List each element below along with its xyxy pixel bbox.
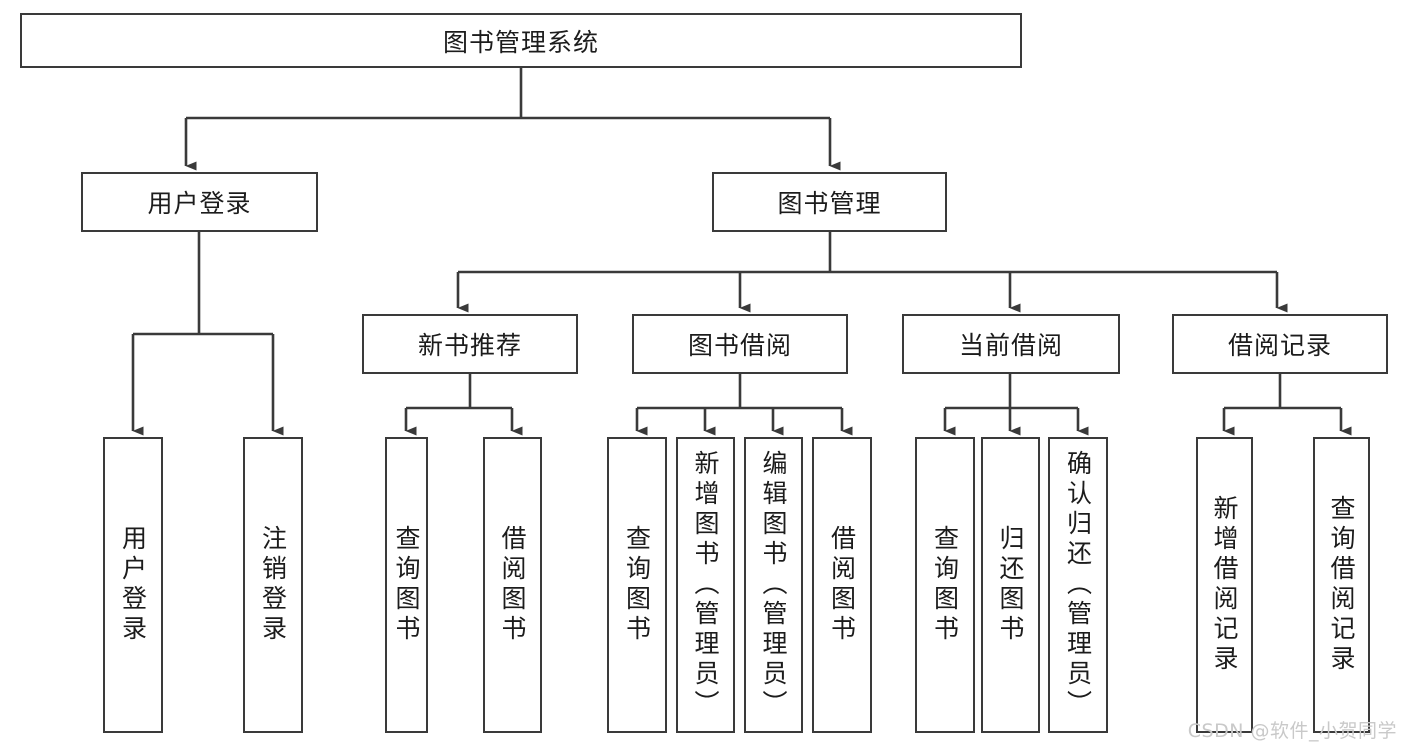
node-label: 确认归还（管理员） <box>1063 450 1093 720</box>
node-book-borrow[interactable]: 图书借阅 <box>632 314 848 374</box>
node-root-system[interactable]: 图书管理系统 <box>20 13 1022 68</box>
node-label: 新增图书（管理员） <box>691 450 720 720</box>
node-borrow-record[interactable]: 借阅记录 <box>1172 314 1388 374</box>
node-user-login[interactable]: 用户登录 <box>81 172 318 232</box>
node-label: 借阅图书 <box>827 525 857 645</box>
node-label: 图书借阅 <box>687 331 792 360</box>
node-label: 查询图书 <box>622 525 652 645</box>
node-label: 编辑图书（管理员） <box>759 450 788 720</box>
leaf-borrow-edit-book-admin[interactable]: 编辑图书（管理员） <box>744 437 803 733</box>
node-label: 用户登录 <box>147 189 252 218</box>
leaf-borrow-add-book-admin[interactable]: 新增图书（管理员） <box>676 437 735 733</box>
node-label: 新书推荐 <box>417 331 522 360</box>
node-label: 当前借阅 <box>958 331 1063 360</box>
node-label: 新增借阅记录 <box>1210 495 1239 675</box>
node-label: 借阅记录 <box>1227 331 1332 360</box>
node-label: 图书管理 <box>777 189 882 218</box>
node-label: 归还图书 <box>996 525 1025 645</box>
leaf-record-add-record[interactable]: 新增借阅记录 <box>1196 437 1253 733</box>
leaf-current-query-book[interactable]: 查询图书 <box>915 437 975 733</box>
leaf-recommend-borrow-book[interactable]: 借阅图书 <box>483 437 542 733</box>
leaf-current-return-book[interactable]: 归还图书 <box>981 437 1040 733</box>
leaf-borrow-query-book[interactable]: 查询图书 <box>607 437 667 733</box>
leaf-recommend-query-book[interactable]: 查询图书 <box>385 437 428 733</box>
node-label: 图书管理系统 <box>442 27 599 57</box>
leaf-user-login-signout[interactable]: 注销登录 <box>243 437 303 733</box>
leaf-current-confirm-return-admin[interactable]: 确认归还（管理员） <box>1048 437 1108 733</box>
node-new-book-recommend[interactable]: 新书推荐 <box>362 314 578 374</box>
node-label: 注销登录 <box>258 525 288 645</box>
node-current-borrow[interactable]: 当前借阅 <box>902 314 1120 374</box>
leaf-user-login-signin[interactable]: 用户登录 <box>103 437 163 733</box>
node-label: 查询图书 <box>930 525 960 645</box>
node-book-management[interactable]: 图书管理 <box>712 172 947 232</box>
leaf-borrow-borrow-book[interactable]: 借阅图书 <box>812 437 872 733</box>
node-label: 借阅图书 <box>498 525 527 645</box>
node-label: 查询借阅记录 <box>1327 495 1356 675</box>
leaf-record-query-record[interactable]: 查询借阅记录 <box>1313 437 1370 733</box>
node-label: 用户登录 <box>118 525 148 645</box>
watermark: CSDN @软件_小贺同学 <box>1187 720 1397 742</box>
node-label: 查询图书 <box>392 525 421 645</box>
